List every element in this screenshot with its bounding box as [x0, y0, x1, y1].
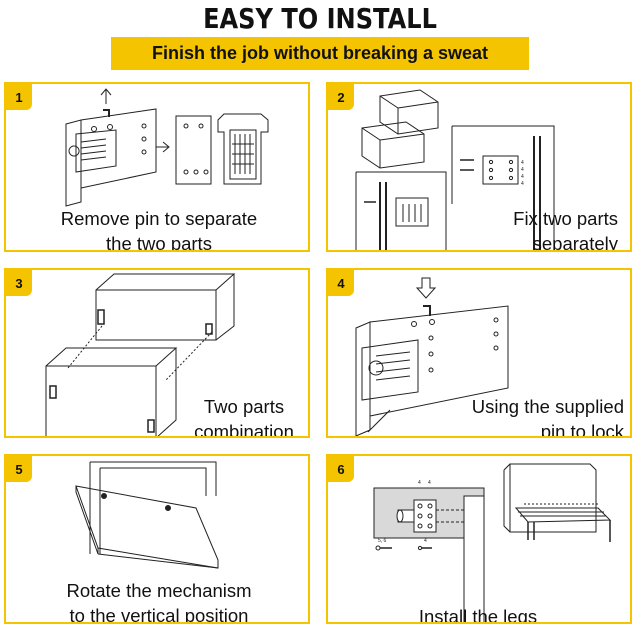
- subtitle-banner: Finish the job without breaking a sweat: [111, 37, 529, 70]
- step-caption: Rotate the mechanism to the vertical pos…: [66, 580, 252, 624]
- pin-icon: [103, 110, 109, 117]
- top-mark: 4: [428, 480, 431, 486]
- step4-illustration: [328, 270, 632, 438]
- step5-illustration: [6, 456, 310, 624]
- screw-label: 5, 6: [378, 538, 387, 544]
- step2-illustration: 4 4 4 4: [328, 84, 632, 252]
- step-caption: Using the supplied pin to lock: [471, 396, 624, 438]
- step-caption: Install the legs: [418, 606, 538, 624]
- step-caption: Two parts combination: [194, 396, 294, 438]
- pin-icon: [423, 306, 430, 316]
- top-mark: 4: [418, 480, 421, 486]
- step-number-badge: 6: [328, 456, 354, 482]
- step-number-badge: 5: [6, 456, 32, 482]
- down-arrow-icon: [417, 278, 435, 298]
- step-number-badge: 1: [6, 84, 32, 110]
- step1-illustration: [6, 84, 310, 252]
- step-panel-5: 5 Rotate the mechanism to the vertical p…: [4, 454, 310, 624]
- step6-illustration: 4 4 5, 6 4: [328, 456, 632, 622]
- step-panel-6: 6 4: [326, 454, 632, 624]
- bracket-mark: 4: [521, 181, 524, 187]
- bracket-mark: 4: [521, 160, 524, 166]
- step-number-badge: 4: [328, 270, 354, 296]
- step-caption: Remove pin to separate the two parts: [60, 208, 258, 252]
- side-mark: 4: [424, 538, 427, 544]
- step-panel-1: 1 Remove pin to separate t: [4, 82, 310, 252]
- page-title: EASY TO INSTALL: [203, 2, 437, 35]
- step3-illustration: [6, 270, 310, 438]
- up-arrow-icon: [101, 89, 111, 104]
- bracket-mark: 4: [521, 174, 524, 180]
- step-panel-3: 3 Two parts combination: [4, 268, 310, 438]
- step-number-badge: 3: [6, 270, 32, 296]
- bracket-mark: 4: [521, 167, 524, 173]
- step-number-badge: 2: [328, 84, 354, 110]
- right-arrow-icon: [156, 142, 169, 152]
- step-panel-2: 2 4 4 4: [326, 82, 632, 252]
- screw-icon: [418, 546, 432, 549]
- screw-icon: [376, 546, 392, 550]
- step-panel-4: 4 Using the supplied pin to lock: [326, 268, 632, 438]
- step-caption: Fix two parts separately: [513, 208, 618, 252]
